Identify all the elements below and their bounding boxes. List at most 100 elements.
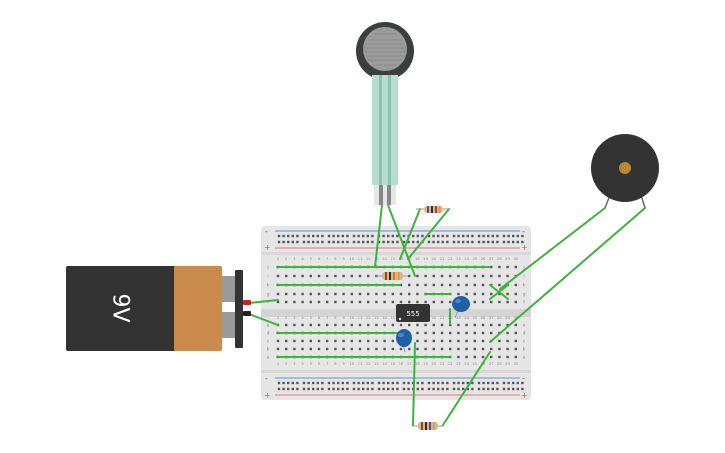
breadboard-hole[interactable] [391,300,394,304]
breadboard-hole[interactable] [296,240,299,244]
breadboard-hole[interactable] [293,292,296,296]
breadboard-hole[interactable] [407,387,410,391]
breadboard-hole[interactable] [424,347,427,351]
breadboard-hole[interactable] [366,240,369,244]
breadboard-hole[interactable] [334,347,337,351]
breadboard-hole[interactable] [293,323,296,327]
breadboard-hole[interactable] [512,381,515,385]
breadboard-hole[interactable] [346,381,349,385]
breadboard-hole[interactable] [473,274,476,278]
breadboard-hole[interactable] [477,240,481,244]
breadboard-hole[interactable] [490,331,493,335]
breadboard-hole[interactable] [350,323,353,327]
breadboard-hole[interactable] [350,274,353,278]
breadboard-hole[interactable] [449,331,452,335]
breadboard-hole[interactable] [334,292,337,296]
piezo-buzzer[interactable] [591,134,659,209]
breadboard-hole[interactable] [317,300,321,304]
breadboard-hole[interactable] [358,323,362,327]
breadboard-hole[interactable] [316,387,319,391]
breadboard-hole[interactable] [307,387,310,391]
breadboard-hole[interactable] [293,339,296,343]
breadboard-hole[interactable] [521,387,524,391]
breadboard-hole[interactable] [327,387,331,391]
ic-555[interactable]: 555 [396,304,430,322]
breadboard-hole[interactable] [477,387,481,391]
breadboard-hole[interactable] [446,381,449,385]
breadboard-hole[interactable] [391,381,394,385]
breadboard-hole[interactable] [412,240,415,244]
breadboard-hole[interactable] [440,339,444,343]
breadboard-hole[interactable] [465,339,468,343]
breadboard-hole[interactable] [473,292,476,296]
breadboard-hole[interactable] [521,381,524,385]
breadboard-hole[interactable] [371,387,374,391]
breadboard-hole[interactable] [462,387,465,391]
breadboard-hole[interactable] [473,339,476,343]
breadboard-hole[interactable] [350,339,353,343]
breadboard-hole[interactable] [512,387,515,391]
breadboard-hole[interactable] [352,234,356,238]
breadboard-hole[interactable] [301,339,304,343]
breadboard-hole[interactable] [357,387,360,391]
breadboard-hole[interactable] [358,339,362,343]
breadboard-hole[interactable] [309,300,312,304]
breadboard-hole[interactable] [326,292,329,296]
breadboard-hole[interactable] [375,300,378,304]
breadboard-hole[interactable] [498,274,501,278]
breadboard-hole[interactable] [367,323,370,327]
breadboard-hole[interactable] [317,339,321,343]
breadboard-hole[interactable] [498,355,501,359]
breadboard-hole[interactable] [352,381,356,385]
breadboard-hole[interactable] [466,234,469,238]
breadboard-hole[interactable] [350,300,353,304]
breadboard-hole[interactable] [307,381,310,385]
breadboard-hole[interactable] [491,387,494,391]
breadboard-hole[interactable] [446,387,449,391]
breadboard-hole[interactable] [440,331,444,335]
breadboard-hole[interactable] [462,234,465,238]
breadboard-hole[interactable] [301,274,304,278]
breadboard-hole[interactable] [302,387,306,391]
resistor-3[interactable] [412,422,444,430]
breadboard-hole[interactable] [367,274,370,278]
breadboard-hole[interactable] [375,339,378,343]
breadboard-hole[interactable] [377,240,381,244]
breadboard-hole[interactable] [416,283,419,287]
breadboard-hole[interactable] [481,323,485,327]
breadboard-hole[interactable] [358,347,362,351]
breadboard-hole[interactable] [452,240,456,244]
breadboard-hole[interactable] [371,240,374,244]
breadboard-hole[interactable] [473,300,476,304]
breadboard-hole[interactable] [312,234,315,238]
breadboard-hole[interactable] [399,347,403,351]
breadboard-hole[interactable] [437,240,440,244]
breadboard-hole[interactable] [408,274,411,278]
breadboard-hole[interactable] [399,292,403,296]
breadboard-hole[interactable] [399,300,403,304]
capacitor-1[interactable] [452,296,470,319]
breadboard-hole[interactable] [309,292,312,296]
breadboard-hole[interactable] [487,234,490,238]
breadboard-hole[interactable] [498,292,501,296]
breadboard-hole[interactable] [482,240,485,244]
breadboard-hole[interactable] [521,240,524,244]
breadboard-hole[interactable] [342,292,345,296]
breadboard-hole[interactable] [287,234,290,238]
breadboard-hole[interactable] [466,387,469,391]
breadboard-hole[interactable] [437,234,440,238]
breadboard-hole[interactable] [366,234,369,238]
breadboard-hole[interactable] [457,274,460,278]
breadboard-hole[interactable] [312,381,315,385]
breadboard-hole[interactable] [416,300,419,304]
breadboard-hole[interactable] [440,300,444,304]
breadboard-hole[interactable] [421,234,424,238]
breadboard-hole[interactable] [293,347,296,351]
breadboard-hole[interactable] [490,274,493,278]
breadboard-hole[interactable] [481,339,485,343]
breadboard-hole[interactable] [457,339,460,343]
breadboard-hole[interactable] [427,381,431,385]
breadboard-hole[interactable] [391,292,394,296]
breadboard-hole[interactable] [427,387,431,391]
breadboard-hole[interactable] [396,240,399,244]
